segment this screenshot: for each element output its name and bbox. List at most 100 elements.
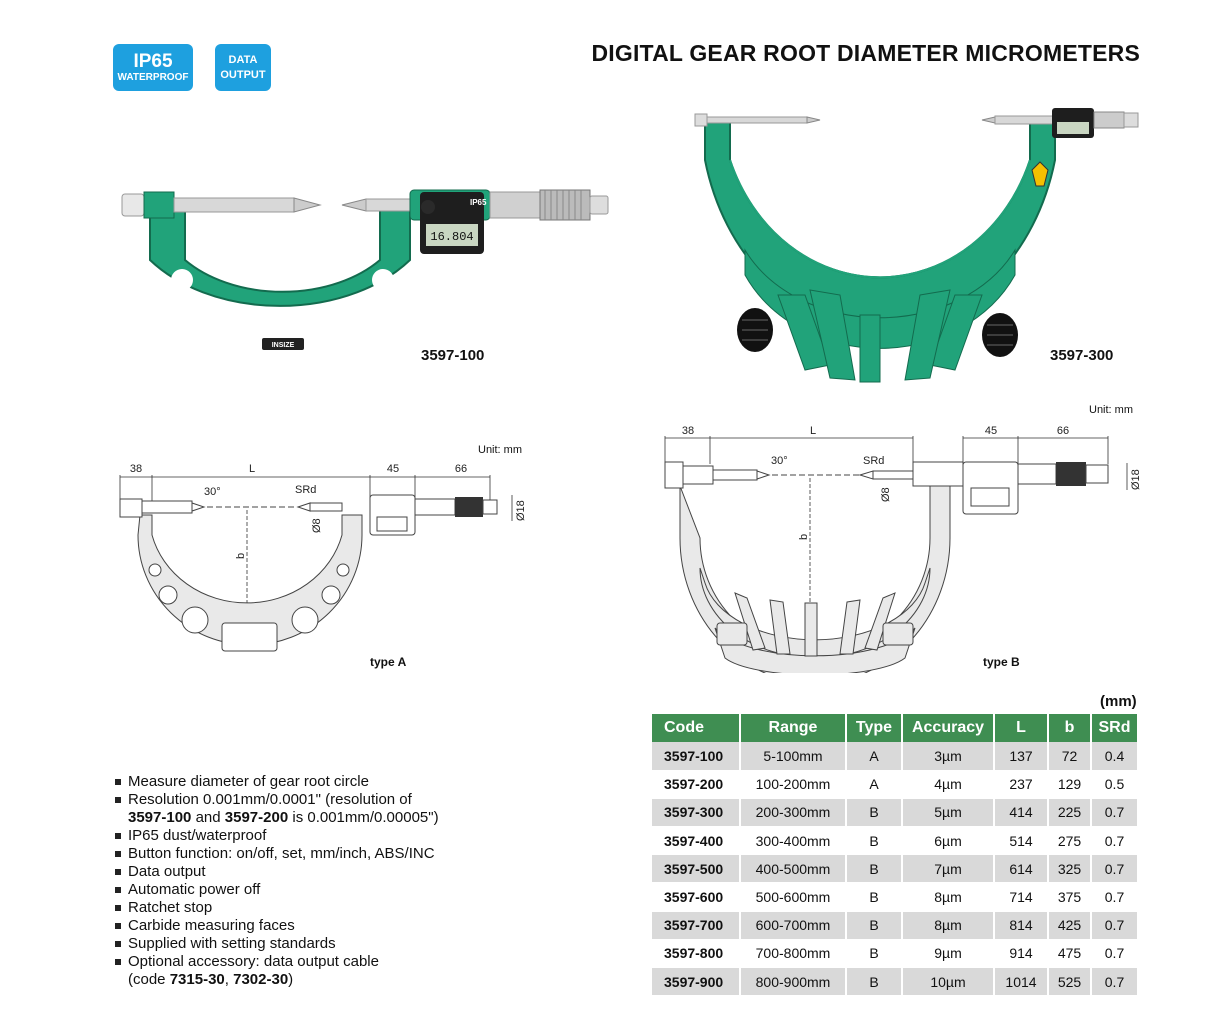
cell-accuracy: 8µm: [902, 911, 995, 940]
ip65-badge-title: IP65: [133, 50, 173, 72]
col-header-b: b: [1048, 714, 1092, 742]
cell-type: A: [846, 770, 903, 799]
feature-text: Ratchet stop: [128, 899, 213, 916]
cell-code: 3597-800: [652, 939, 741, 969]
display-reading: 16.804: [430, 230, 473, 244]
cell-range: 800-900mm: [740, 967, 847, 997]
d8-label-right: Ø8: [880, 487, 892, 502]
cell-srd: 0.7: [1091, 798, 1139, 828]
cell-type: B: [846, 798, 903, 828]
col-header-type: Type: [846, 714, 903, 742]
cell-l: 1014: [994, 967, 1049, 997]
cell-type: B: [846, 911, 903, 940]
cell-b: 275: [1048, 826, 1092, 856]
d18-label-right: Ø18: [1130, 469, 1142, 490]
cell-type: B: [846, 882, 903, 912]
dim-66-left: 66: [455, 463, 467, 475]
feature-text: (code: [128, 971, 170, 988]
d18-label-left: Ø18: [515, 500, 527, 521]
cell-accuracy: 3µm: [902, 742, 995, 771]
feature-item: Data output: [115, 863, 515, 881]
feature-text: Carbide measuring faces: [128, 917, 295, 934]
feature-text: Resolution 0.001mm/0.0001" (resolution o…: [128, 791, 412, 808]
b-label-left: b: [235, 553, 247, 559]
cell-range: 200-300mm: [740, 798, 847, 828]
feature-code: 3597-100: [128, 809, 192, 826]
feature-text: is 0.001mm/0.00005"): [288, 809, 439, 826]
cell-srd: 0.4: [1091, 742, 1139, 771]
col-header-range: Range: [740, 714, 847, 742]
ip65-badge: IP65 WATERPROOF: [113, 44, 193, 91]
angle-label-left: 30°: [204, 486, 221, 498]
cell-accuracy: 8µm: [902, 882, 995, 912]
feature-text: Data output: [128, 863, 206, 880]
type-b-drawing: 38 L 45 66 30° SRd Ø8 Ø18 b: [664, 425, 1142, 673]
cell-code: 3597-200: [652, 770, 741, 799]
feature-text: and: [191, 809, 225, 826]
feature-item: Resolution 0.001mm/0.0001" (resolution o…: [115, 791, 515, 827]
photo-label-3597-100: 3597-100: [421, 347, 485, 364]
cell-range: 100-200mm: [740, 770, 847, 799]
cell-l: 914: [994, 939, 1049, 969]
table-unit: (mm): [1100, 693, 1137, 710]
feature-item: Ratchet stop: [115, 899, 515, 917]
data-output-badge-top: DATA: [228, 53, 258, 66]
srd-label-right: SRd: [863, 455, 884, 467]
cell-b: 475: [1048, 939, 1092, 969]
cell-srd: 0.7: [1091, 939, 1139, 969]
photo-label-3597-300: 3597-300: [1050, 347, 1114, 364]
feature-item: IP65 dust/waterproof: [115, 827, 515, 845]
data-output-badge: DATA OUTPUT: [215, 44, 271, 91]
cell-type: B: [846, 826, 903, 856]
feature-text: Measure diameter of gear root circle: [128, 773, 369, 790]
feature-item: Automatic power off: [115, 881, 515, 899]
cell-l: 514: [994, 826, 1049, 856]
cell-l: 614: [994, 854, 1049, 884]
feature-item: Carbide measuring faces: [115, 917, 515, 935]
feature-text: Button function: on/off, set, mm/inch, A…: [128, 845, 435, 862]
cell-b: 225: [1048, 798, 1092, 828]
dim-38-right: 38: [682, 425, 694, 437]
feature-code: 7315-30: [169, 971, 225, 988]
data-output-badge-bottom: OUTPUT: [220, 68, 266, 81]
cell-code: 3597-600: [652, 882, 741, 912]
cell-accuracy: 4µm: [902, 770, 995, 799]
feature-item: Supplied with setting standards: [115, 935, 515, 953]
cell-l: 237: [994, 770, 1049, 799]
brand-plate: INSIZE: [272, 342, 295, 349]
cell-accuracy: 7µm: [902, 854, 995, 884]
feature-text: ,: [224, 971, 234, 988]
cell-srd: 0.7: [1091, 826, 1139, 856]
unit-label-right: Unit: mm: [1089, 404, 1133, 416]
cell-l: 714: [994, 882, 1049, 912]
cell-code: 3597-300: [652, 798, 741, 828]
table-header-row: Code Range Type Accuracy L b SRd: [652, 714, 1139, 742]
type-a-drawing: 38 L 45 66 30° SRd Ø8 Ø18 b: [119, 463, 527, 652]
cell-range: 400-500mm: [740, 854, 847, 884]
cell-srd: 0.7: [1091, 854, 1139, 884]
cell-l: 137: [994, 742, 1049, 771]
feature-text: IP65 dust/waterproof: [128, 827, 267, 844]
cell-accuracy: 6µm: [902, 826, 995, 856]
feature-text: Optional accessory: data output cable: [128, 953, 379, 970]
cell-srd: 0.5: [1091, 770, 1139, 799]
cell-range: 600-700mm: [740, 911, 847, 940]
angle-label-right: 30°: [771, 455, 788, 467]
dim-45-left: 45: [387, 463, 399, 475]
dim-45-right: 45: [985, 425, 997, 437]
feature-code: 3597-200: [224, 809, 289, 826]
cell-type: B: [846, 854, 903, 884]
cell-accuracy: 10µm: [902, 967, 995, 997]
spec-table: Code Range Type Accuracy L b SRd 3597-10…: [652, 714, 1139, 997]
cell-range: 5-100mm: [740, 742, 847, 771]
cell-accuracy: 9µm: [902, 939, 995, 969]
dim-l-right: L: [810, 425, 816, 437]
d8-label-left: Ø8: [311, 518, 323, 533]
cell-code: 3597-900: [652, 967, 741, 997]
feature-item: Measure diameter of gear root circle: [115, 773, 515, 791]
